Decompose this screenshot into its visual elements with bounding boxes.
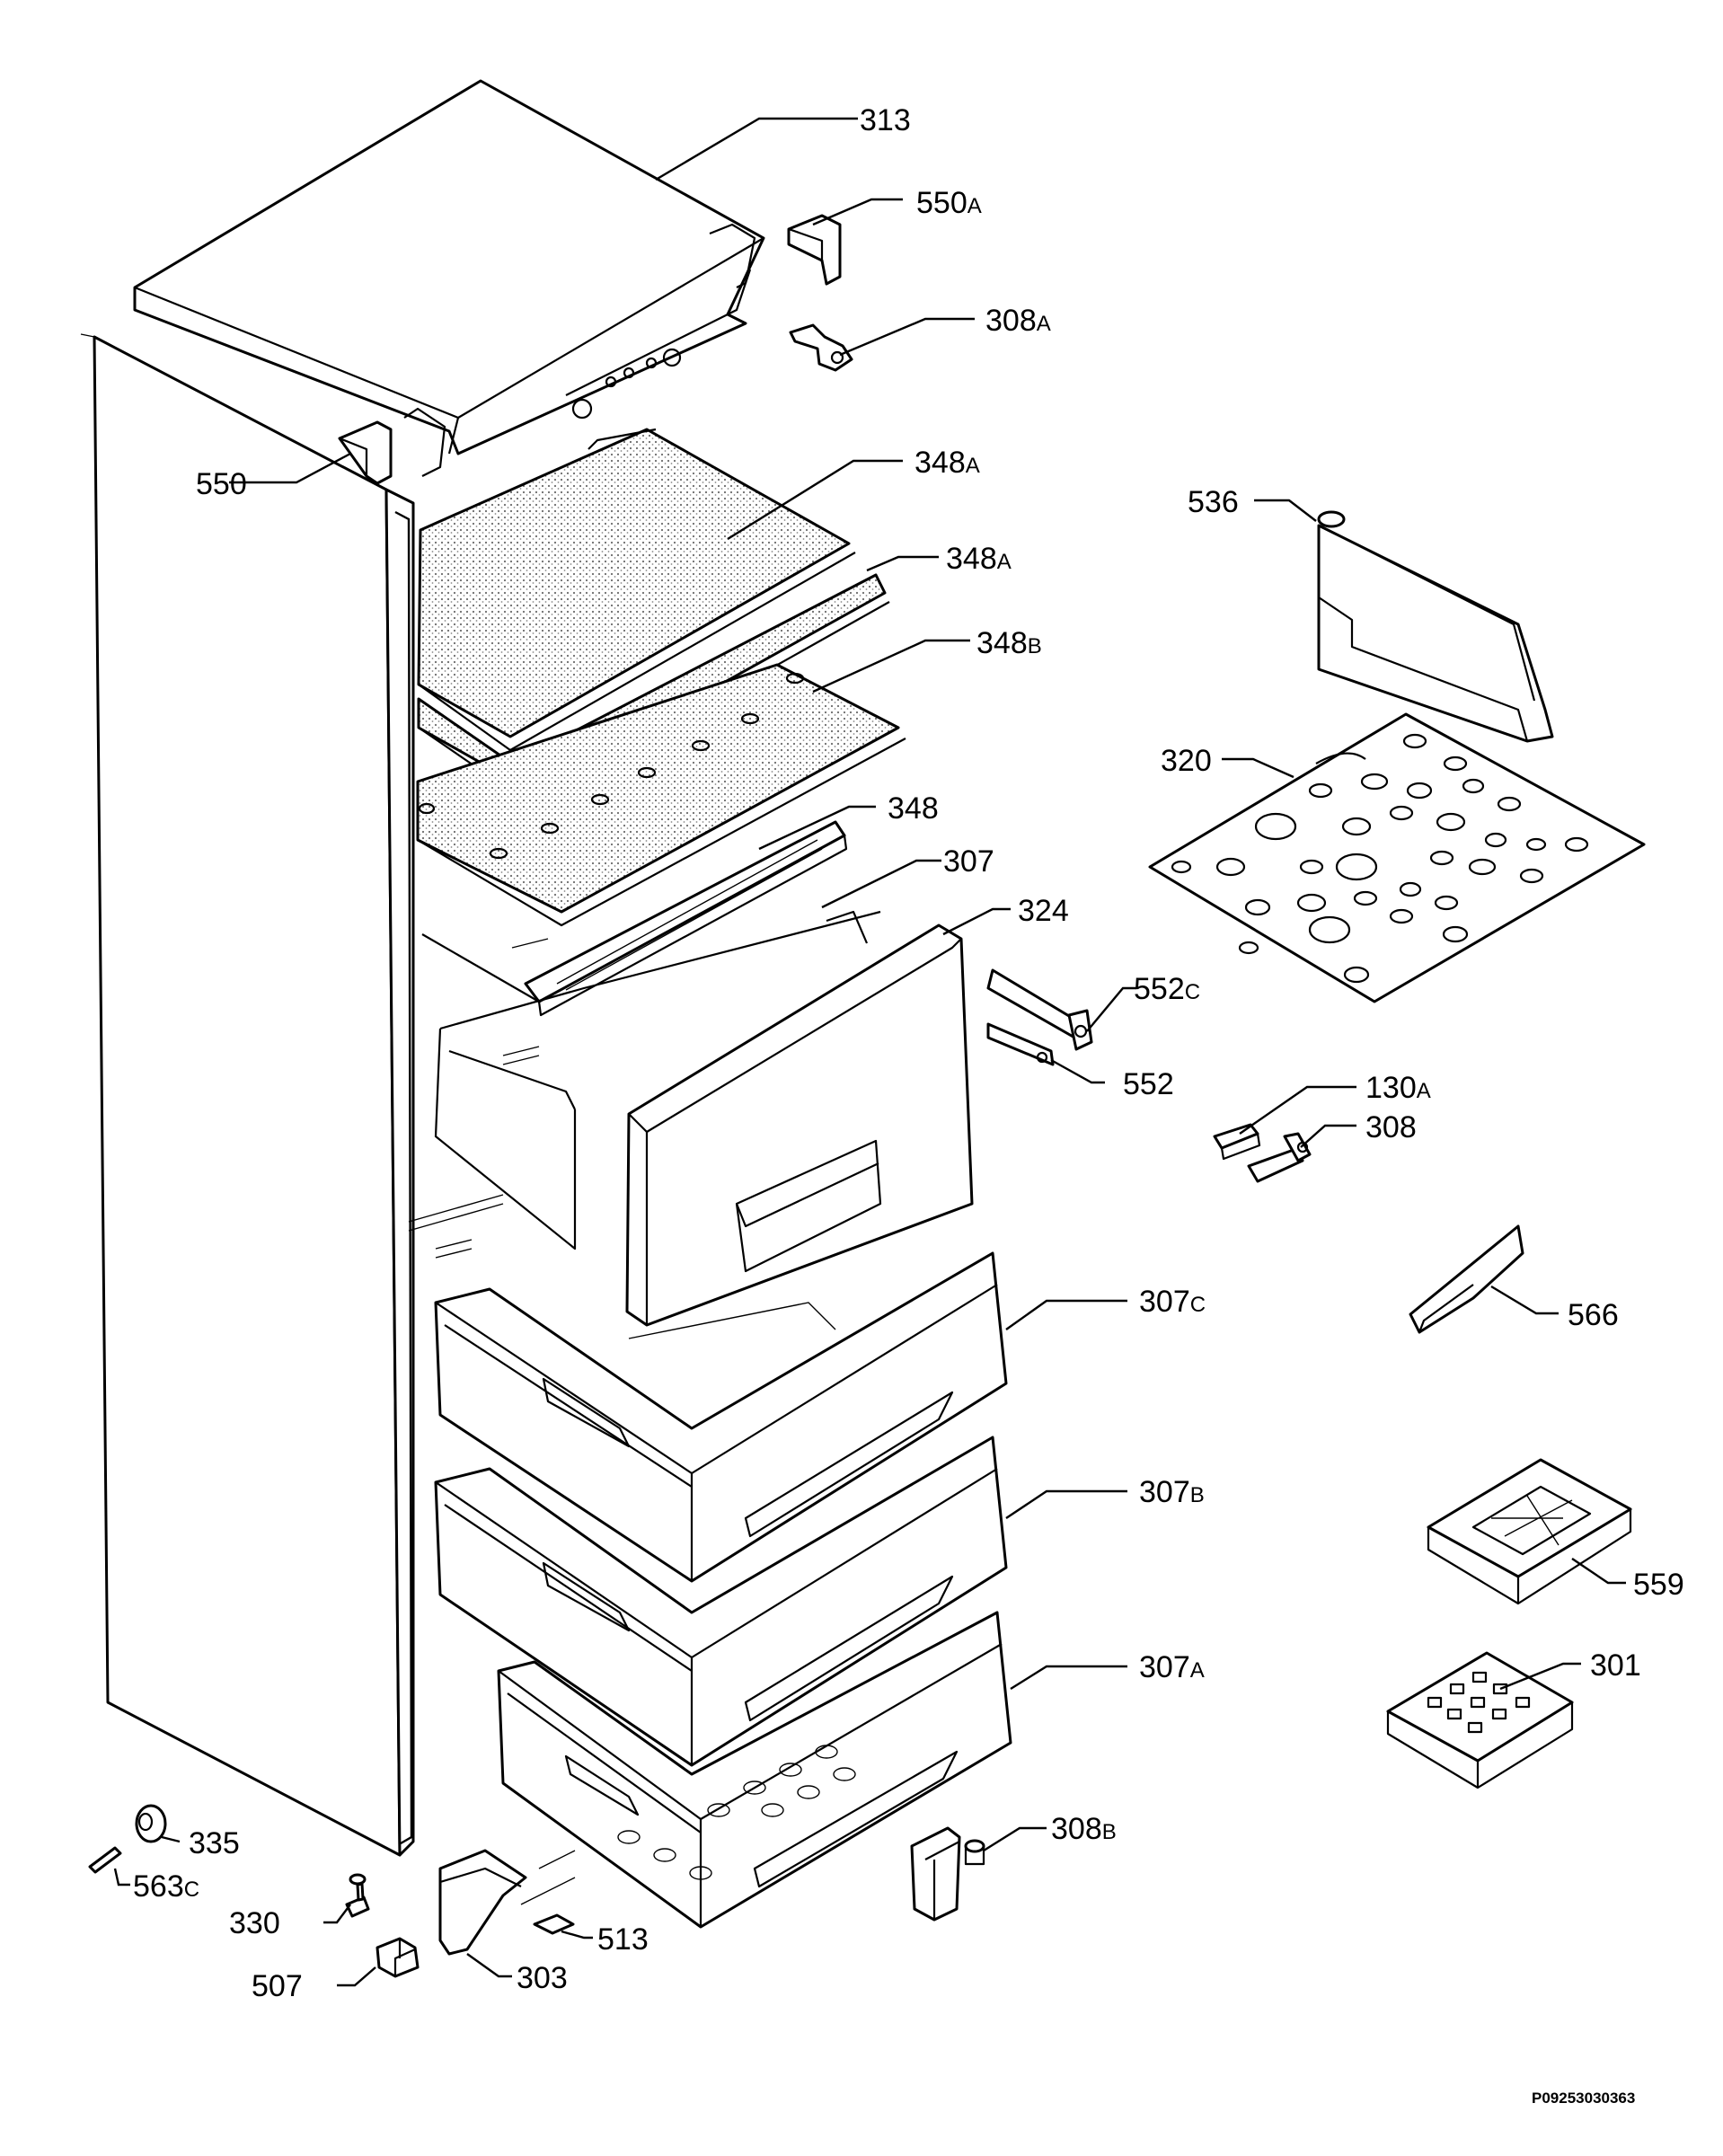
callout-307a: 307A [1139,1650,1205,1684]
ice-cube-tray-part-559 [1427,1458,1632,1605]
callout-348b: 348B [976,626,1042,660]
leader-lines [113,117,1626,1987]
callout-552c: 552C [1134,972,1200,1006]
hinge-pin-part-308a [789,323,853,372]
cabinet-body [80,333,504,1857]
hinge-part-308 [1247,1132,1312,1183]
adjustable-foot-part-330 [345,1873,370,1918]
perforated-shelf-part-348 [421,820,848,1017]
callout-348a-lower: 348A [946,542,1012,576]
clip-part-550a [787,214,842,286]
callout-563c: 563C [133,1869,199,1904]
foot-part-335 [135,1804,167,1843]
callout-labels: 313 550A 308A 550 348A 348A 348B 348 307… [133,103,1684,2107]
drawer-part-307a [497,1611,1012,1929]
glass-shelf-part-348b [416,663,906,927]
callout-307: 307 [943,844,994,879]
callout-513: 513 [597,1922,649,1957]
callout-308b: 308B [1051,1812,1117,1846]
rail-part-552 [986,1022,1055,1066]
callout-552: 552 [1123,1067,1174,1101]
divider-part-536 [1317,510,1554,743]
top-cover-part-313 [133,79,765,477]
callout-308: 308 [1365,1110,1417,1144]
callout-307c: 307C [1139,1285,1206,1319]
drawer-part-307b [434,1436,1008,1767]
hinge-part-308b [910,1826,985,1922]
callout-308a: 308A [985,304,1051,338]
callout-507: 507 [252,1969,303,2003]
callout-330: 330 [229,1906,280,1940]
freezer-compartment-part-307 [434,910,881,1250]
kick-plate-part-303 [438,1849,576,1956]
callout-559: 559 [1633,1568,1684,1602]
grid-plate-part-320 [1148,712,1646,1003]
rail-part-552c [986,968,1093,1051]
callout-566: 566 [1568,1298,1619,1332]
connector-part-507 [376,1937,420,1978]
callout-301: 301 [1590,1648,1641,1683]
clip-part-550 [338,420,393,485]
callout-303: 303 [517,1961,568,1995]
flap-door-part-324 [625,923,974,1327]
callout-550: 550 [196,467,247,501]
callout-335: 335 [189,1826,240,1860]
callout-307b: 307B [1139,1475,1205,1509]
callout-550a: 550A [916,186,982,220]
callout-536: 536 [1188,485,1239,519]
callout-320: 320 [1161,744,1212,778]
ice-tray-part-301 [1386,1651,1574,1789]
callout-348a-upper: 348A [915,446,980,480]
bracket-part-130a [1213,1123,1261,1161]
callout-130a: 130A [1365,1071,1431,1105]
drawer-part-307c [434,1251,1008,1583]
clip-part-513 [533,1913,575,1935]
callout-348: 348 [888,791,939,826]
scraper-part-566 [1409,1224,1524,1334]
pin-part-563c [88,1846,122,1874]
callout-313: 313 [860,103,911,137]
callout-324: 324 [1018,894,1069,928]
drawing-reference-code: P09253030363 [1532,2090,1635,2107]
